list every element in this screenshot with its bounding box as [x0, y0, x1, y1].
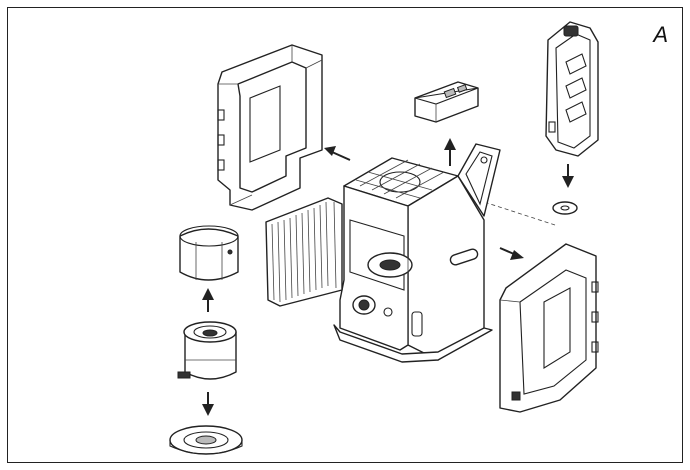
panel-label: A: [653, 22, 668, 47]
arrow-base-plate: [202, 392, 214, 416]
washer: [552, 201, 578, 215]
lid-flap: [457, 143, 501, 217]
heater-body: [333, 157, 493, 363]
arrow-side-panel-left: [324, 146, 351, 161]
figure-frame: A: [7, 7, 683, 463]
arrow-top-cover: [444, 138, 456, 166]
burner-unit: [177, 321, 237, 380]
side-panel-right: [499, 243, 599, 413]
top-cover: [414, 81, 479, 123]
base-plate: [169, 425, 243, 455]
arrow-side-panel-right: [499, 247, 524, 260]
louvered-door: [265, 197, 343, 307]
side-panel-right-top: [545, 21, 599, 157]
arrow-side-panel-right-top: [562, 164, 574, 188]
burner-sleeve: [179, 225, 239, 281]
arrow-burner-sleeve: [202, 288, 214, 312]
side-panel-left: [217, 44, 323, 211]
